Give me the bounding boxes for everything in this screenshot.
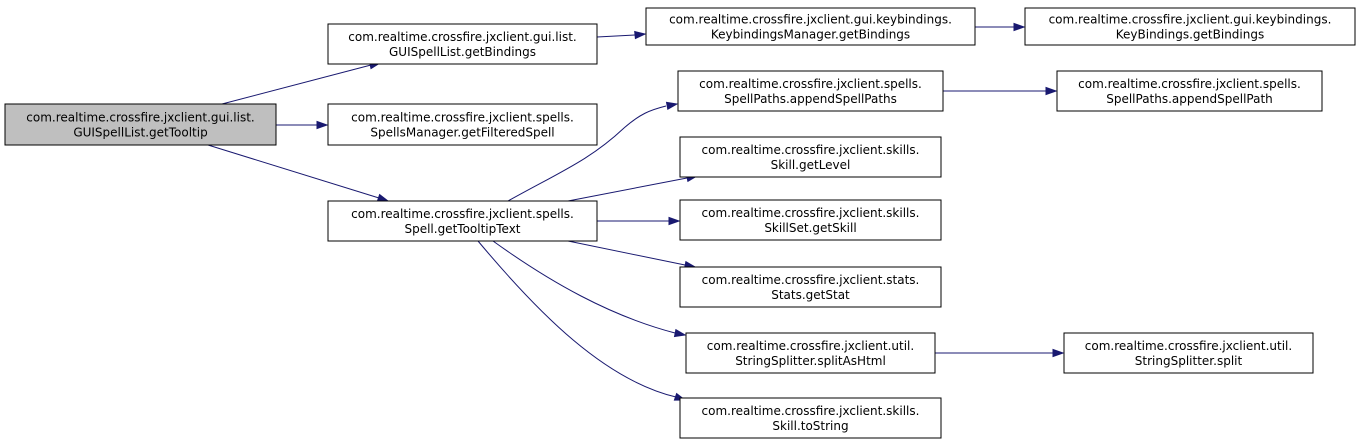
edge-root-to-gettooltiptext <box>207 144 390 202</box>
node-label-package: com.realtime.crossfire.jxclient.spells. <box>699 77 922 91</box>
edge-gettooltiptext-to-getlevel <box>567 173 699 202</box>
edge-appendspellpaths-to-appendspellpath <box>943 86 1058 96</box>
node-box <box>327 23 598 65</box>
node-splitashtml[interactable]: com.realtime.crossfire.jxclient.util.Str… <box>685 332 936 374</box>
node-root: com.realtime.crossfire.jxclient.gui.list… <box>4 103 277 146</box>
edge-line <box>596 34 636 38</box>
node-box <box>679 397 942 439</box>
node-appendspellpaths[interactable]: com.realtime.crossfire.jxclient.spells.S… <box>677 70 944 112</box>
edge-root-to-gui_getbindings <box>221 61 382 105</box>
node-label-method: GUISpellList.getTooltip <box>73 126 207 140</box>
node-label-method: Skill.getLevel <box>771 158 851 172</box>
node-box <box>679 199 942 241</box>
node-gettooltiptext[interactable]: com.realtime.crossfire.jxclient.spells.S… <box>327 200 598 242</box>
edge-arrowhead <box>316 120 329 130</box>
node-label-package: com.realtime.crossfire.jxclient.gui.keyb… <box>1049 13 1332 27</box>
edge-arrowhead <box>673 328 687 338</box>
node-split[interactable]: com.realtime.crossfire.jxclient.util.Str… <box>1063 332 1314 374</box>
node-getskill[interactable]: com.realtime.crossfire.jxclient.skills.S… <box>679 199 942 241</box>
node-box <box>679 136 942 178</box>
edge-arrowhead <box>1045 86 1058 96</box>
node-label-package: com.realtime.crossfire.jxclient.gui.keyb… <box>669 13 952 27</box>
node-label-method: Skill.toString <box>772 419 848 433</box>
edge-gui_getbindings-to-km_getbindings <box>596 30 647 40</box>
edge-line <box>492 240 676 334</box>
node-getfilteredspell[interactable]: com.realtime.crossfire.jxclient.spells.S… <box>327 103 598 146</box>
node-label-method: KeybindingsManager.getBindings <box>711 28 910 42</box>
node-kb-getbindings[interactable]: com.realtime.crossfire.jxclient.gui.keyb… <box>1024 7 1356 46</box>
edge-line <box>567 177 688 202</box>
node-label-method: SpellPaths.appendSpellPaths <box>724 92 897 106</box>
node-label-package: com.realtime.crossfire.jxclient.stats. <box>702 273 920 287</box>
edge-gettooltiptext-to-getstat <box>567 240 697 270</box>
edge-line <box>207 144 380 199</box>
edge-gettooltiptext-to-getskill <box>597 216 681 226</box>
node-label-method: GUISpellList.getBindings <box>389 45 536 59</box>
node-label-method: KeyBindings.getBindings <box>1116 28 1264 42</box>
edge-line <box>477 240 677 398</box>
node-box <box>4 103 277 146</box>
node-label-package: com.realtime.crossfire.jxclient.spells. <box>351 111 574 125</box>
edge-arrowhead <box>634 30 647 40</box>
node-label-package: com.realtime.crossfire.jxclient.skills. <box>702 206 920 220</box>
node-gui-getbindings[interactable]: com.realtime.crossfire.jxclient.gui.list… <box>327 23 598 65</box>
edge-line <box>567 240 686 266</box>
node-appendspellpath[interactable]: com.realtime.crossfire.jxclient.spells.S… <box>1056 70 1323 112</box>
edge-arrowhead <box>1052 348 1065 358</box>
node-box <box>1056 70 1323 112</box>
node-getstat[interactable]: com.realtime.crossfire.jxclient.stats.St… <box>679 266 942 308</box>
node-label-method: StringSplitter.split <box>1135 354 1243 368</box>
node-label-method: SpellPaths.appendSpellPath <box>1106 92 1273 106</box>
node-box <box>685 332 936 374</box>
node-label-method: SpellsManager.getFilteredSpell <box>370 126 554 140</box>
edge-arrowhead <box>376 193 390 202</box>
edge-root-to-getfilteredspell <box>276 120 329 130</box>
node-box <box>327 103 598 146</box>
node-box <box>1063 332 1314 374</box>
node-label-method: Spell.getTooltipText <box>404 222 520 236</box>
edges-layer <box>207 22 1065 401</box>
node-label-package: com.realtime.crossfire.jxclient.gui.list… <box>26 111 254 125</box>
edge-arrowhead <box>1013 22 1026 32</box>
node-box <box>327 200 598 242</box>
edge-line <box>507 105 667 202</box>
node-box <box>645 7 976 46</box>
node-km-getbindings[interactable]: com.realtime.crossfire.jxclient.gui.keyb… <box>645 7 976 46</box>
node-label-method: StringSplitter.splitAsHtml <box>735 354 886 368</box>
node-box <box>679 266 942 308</box>
node-getlevel[interactable]: com.realtime.crossfire.jxclient.skills.S… <box>679 136 942 178</box>
edge-arrowhead <box>668 216 681 226</box>
node-label-package: com.realtime.crossfire.jxclient.util. <box>1085 339 1292 353</box>
edge-line <box>221 64 372 105</box>
node-label-method: SkillSet.getSkill <box>764 221 856 235</box>
edge-km_getbindings-to-kb_getbindings <box>975 22 1026 32</box>
edge-splitashtml-to-split <box>935 348 1065 358</box>
node-label-package: com.realtime.crossfire.jxclient.spells. <box>351 207 574 221</box>
edge-arrowhead <box>665 101 679 111</box>
node-label-package: com.realtime.crossfire.jxclient.skills. <box>702 143 920 157</box>
nodes-layer: com.realtime.crossfire.jxclient.gui.list… <box>4 7 1356 439</box>
node-label-method: Stats.getStat <box>771 288 850 302</box>
node-box <box>677 70 944 112</box>
node-label-package: com.realtime.crossfire.jxclient.skills. <box>702 404 920 418</box>
edge-gettooltiptext-to-splitashtml <box>492 240 687 338</box>
node-label-package: com.realtime.crossfire.jxclient.util. <box>707 339 914 353</box>
node-box <box>1024 7 1356 46</box>
node-label-package: com.realtime.crossfire.jxclient.spells. <box>1078 77 1301 91</box>
node-tostring[interactable]: com.realtime.crossfire.jxclient.skills.S… <box>679 397 942 439</box>
edge-gettooltiptext-to-tostring <box>477 240 687 401</box>
edge-gettooltiptext-to-appendspellpaths <box>507 101 679 202</box>
node-label-package: com.realtime.crossfire.jxclient.gui.list… <box>348 30 576 44</box>
